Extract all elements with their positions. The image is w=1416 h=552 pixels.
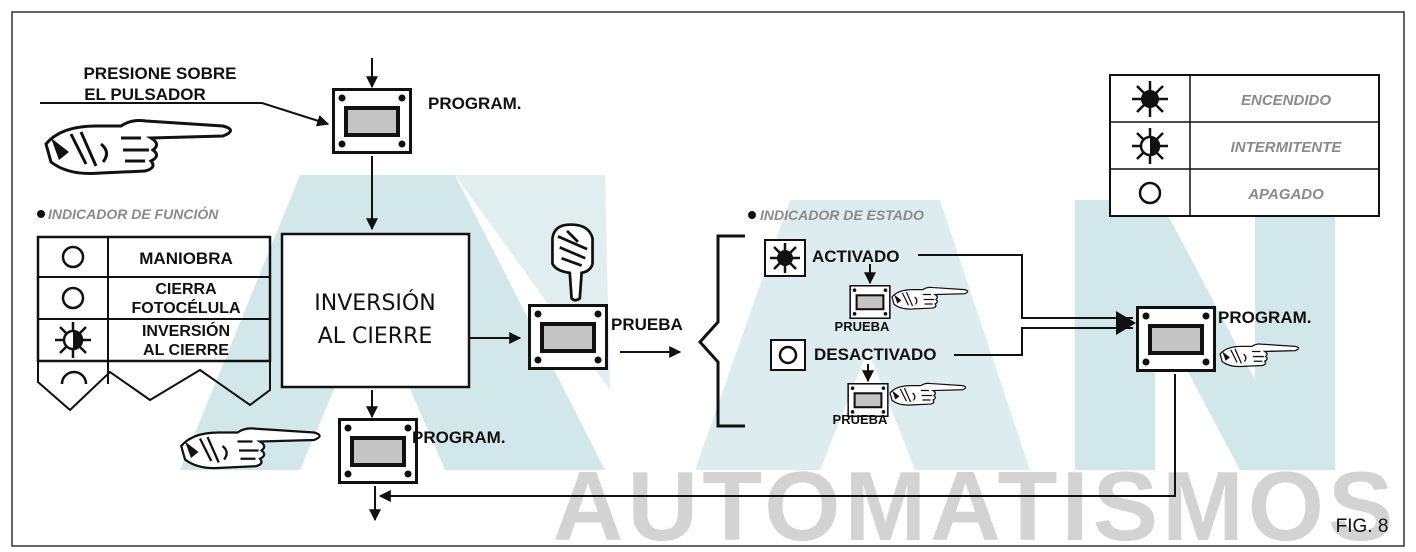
led-off-icon — [1138, 181, 1162, 205]
function-row-2-line2: FOTOCÉLULA — [131, 298, 240, 317]
program-label-bottom: PROGRAM. — [412, 428, 506, 447]
brace-divider — [697, 234, 745, 428]
function-indicator-title: INDICADOR DE FUNCIÓN — [48, 205, 219, 222]
activated-label: ACTIVADO — [812, 247, 900, 266]
merge-arrowhead — [1116, 311, 1136, 335]
prueba-top-label: PRUEBA — [835, 319, 891, 334]
main-box-line2: AL CIERRE — [318, 324, 433, 349]
callout-arrow — [40, 102, 330, 127]
prueba-label: PRUEBA — [611, 315, 683, 334]
watermark-subtitle: AUTOMATISMOS — [553, 451, 1398, 552]
connector-activated — [918, 254, 1133, 319]
led-on-icon — [770, 243, 800, 273]
function-row-2-line1: CIERRA — [155, 281, 217, 298]
prueba-button-small-top[interactable] — [849, 285, 891, 319]
callout-line1: PRESIONE SOBRE — [83, 64, 236, 83]
led-off-icon — [61, 245, 85, 269]
function-row-3-line2: AL CIERRE — [143, 342, 229, 359]
prueba-bottom-label: PRUEBA — [833, 412, 889, 427]
prueba-button[interactable] — [528, 304, 608, 370]
function-row-3-line1: INVERSIÓN — [142, 321, 230, 340]
program-button-right[interactable] — [1136, 306, 1216, 372]
led-off-icon — [778, 345, 798, 365]
main-box-line1: INVERSIÓN — [314, 290, 435, 316]
led-blink-icon — [55, 322, 91, 358]
legend-blink-label: INTERMITENTE — [1231, 139, 1343, 156]
figure-frame — [11, 11, 1405, 547]
deactivated-label: DESACTIVADO — [814, 345, 936, 364]
connector-deactivated — [954, 327, 1133, 356]
bullet-icon — [748, 211, 756, 219]
function-row-1-label: MANIOBRA — [139, 249, 233, 268]
legend-off-label: APAGADO — [1247, 186, 1324, 203]
callout-line2: EL PULSADOR — [84, 85, 206, 104]
legend-on-label: ENCENDIDO — [1241, 92, 1331, 109]
program-button-bottom[interactable] — [338, 418, 418, 484]
pointing-hand-icon — [44, 118, 233, 176]
main-function-box — [280, 232, 471, 389]
program-label-top: PROGRAM. — [428, 94, 522, 113]
figure-label: FIG. 8 — [1336, 516, 1389, 537]
status-indicator-title: INDICADOR DE ESTADO — [760, 207, 924, 223]
led-off-icon — [61, 286, 85, 310]
function-indicator-table — [36, 235, 272, 412]
program-label-right: PROGRAM. — [1218, 308, 1312, 327]
led-on-icon — [1132, 81, 1168, 117]
program-button-top[interactable] — [332, 88, 412, 154]
led-blink-icon — [1132, 128, 1168, 164]
return-loop-arrow — [378, 374, 1176, 502]
bullet-icon — [37, 210, 45, 218]
